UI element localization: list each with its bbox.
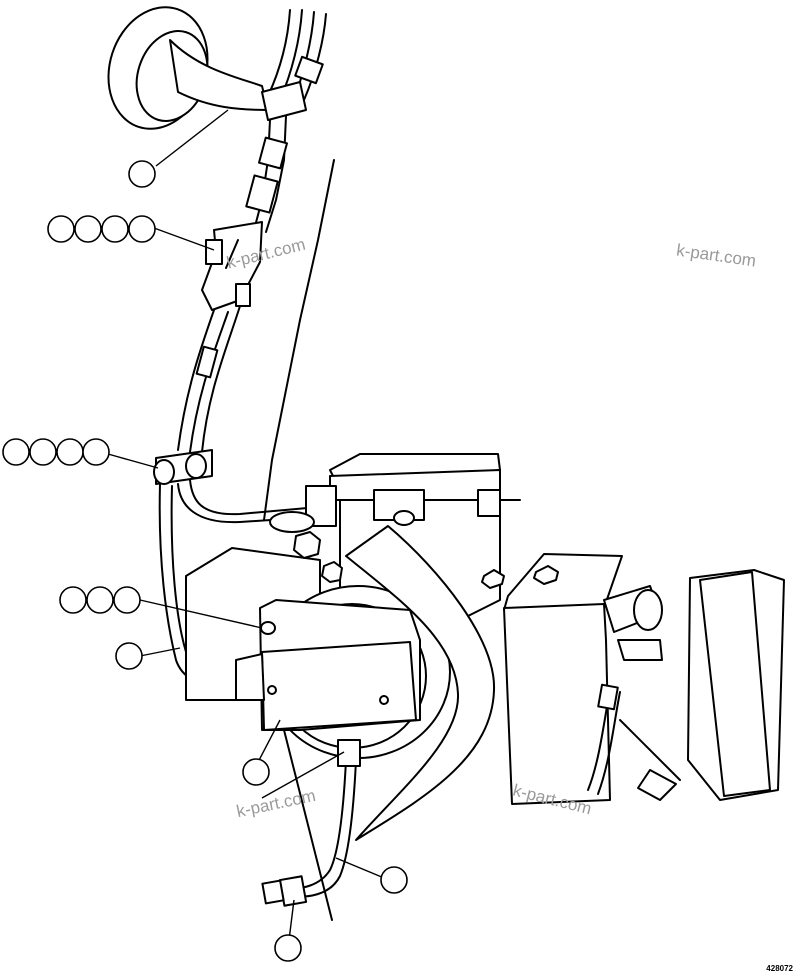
hydraulic-line-a-inner (177, 483, 331, 524)
control-cable-upper (245, 9, 327, 233)
frame-bottom-line (283, 729, 333, 921)
control-cable-lower (177, 305, 241, 453)
callout-d (59, 586, 141, 614)
callout-g (380, 866, 408, 894)
leader-lines (107, 109, 385, 949)
control-knob (107, 6, 269, 130)
work-lamp (603, 569, 785, 801)
curved-guard (345, 525, 496, 841)
callout-e (115, 642, 143, 670)
lamp-cable-connector (597, 683, 619, 711)
valve-block (481, 553, 623, 805)
callout-a (128, 160, 156, 188)
cable-clamp (153, 449, 213, 485)
cable-bracket (201, 221, 263, 311)
frame-edge-line (263, 159, 335, 521)
bottom-hose (261, 739, 361, 907)
callout-c (2, 438, 110, 466)
hydraulic-line-a (189, 479, 331, 516)
callout-b (47, 215, 156, 243)
drawing-number: 428072 (766, 964, 793, 973)
callout-f (242, 758, 270, 786)
lamp-cable-inner (597, 691, 621, 795)
motor-box (235, 599, 421, 731)
callout-h (274, 934, 302, 962)
